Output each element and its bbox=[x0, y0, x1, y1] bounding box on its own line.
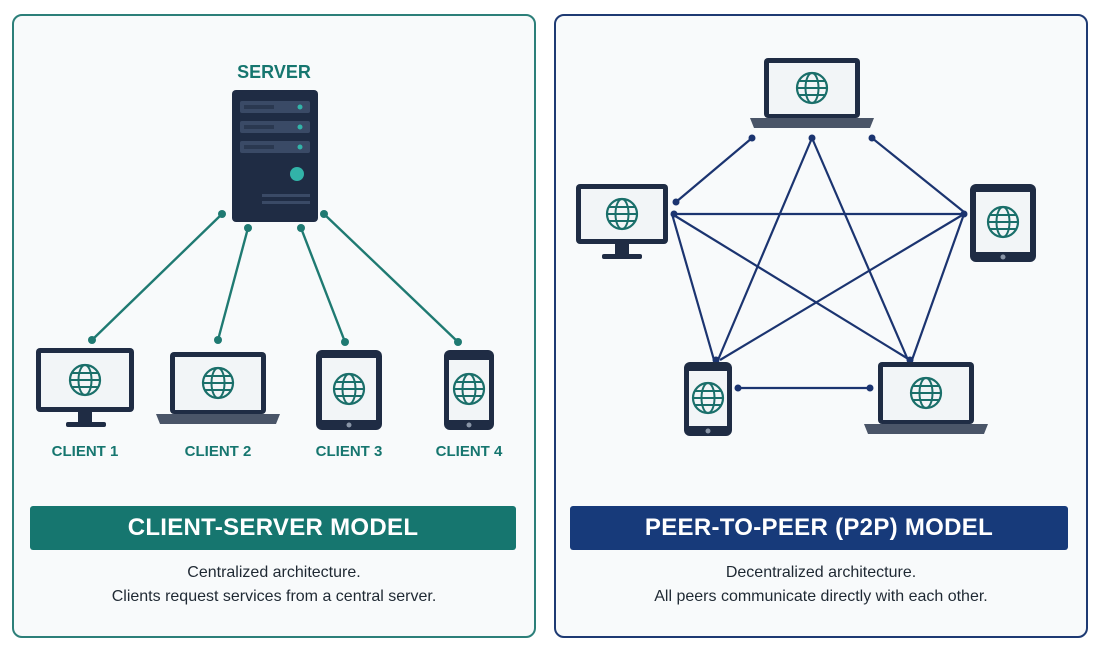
peer-left-desktop-icon bbox=[576, 184, 668, 259]
connection-lines bbox=[91, 213, 459, 343]
connection-dots bbox=[88, 210, 462, 346]
connection-line bbox=[323, 213, 459, 343]
peer-connection-line bbox=[810, 137, 910, 361]
peer-connection-line bbox=[670, 213, 716, 361]
p2p-title: PEER-TO-PEER (P2P) MODEL bbox=[570, 506, 1068, 550]
client-4-phone-icon bbox=[444, 350, 494, 430]
connection-line bbox=[299, 227, 347, 343]
server-icon bbox=[232, 90, 318, 222]
peer-bottom-left-phone-icon bbox=[684, 362, 732, 436]
connection-line bbox=[216, 227, 250, 341]
peer-connection-line bbox=[675, 137, 753, 203]
peer-connection-lines bbox=[670, 137, 966, 390]
client-1-desktop-icon bbox=[36, 348, 134, 427]
client-server-desc-line-1: Centralized architecture. bbox=[187, 564, 361, 581]
client-2-laptop-icon bbox=[156, 352, 280, 424]
peer-connection-dots bbox=[670, 134, 968, 392]
client-server-diagram: SERVER bbox=[36, 62, 503, 460]
p2p-diagram bbox=[576, 58, 1036, 436]
peer-bottom-right-laptop-icon bbox=[864, 362, 988, 434]
peer-connection-line bbox=[871, 137, 965, 213]
peer-connection-line bbox=[671, 213, 911, 361]
client-4-label: CLIENT 4 bbox=[436, 443, 503, 460]
peer-connection-line bbox=[719, 213, 965, 361]
client-1-label: CLIENT 1 bbox=[52, 443, 119, 460]
client-3-label: CLIENT 3 bbox=[316, 443, 383, 460]
client-server-desc-line-2: Clients request services from a central … bbox=[111, 588, 437, 605]
peer-connection-line bbox=[716, 137, 814, 361]
p2p-desc-line-1: Decentralized architecture. bbox=[725, 564, 917, 581]
client-server-panel: SERVER bbox=[12, 14, 536, 638]
client-3-tablet-icon bbox=[316, 350, 382, 430]
p2p-panel: PEER-TO-PEER (P2P) MODEL Decentralized a… bbox=[554, 14, 1088, 638]
client-2-label: CLIENT 2 bbox=[185, 443, 252, 460]
peer-right-tablet-icon bbox=[970, 184, 1036, 262]
client-server-title: CLIENT-SERVER MODEL bbox=[30, 506, 516, 550]
peer-top-laptop-icon bbox=[750, 58, 874, 128]
connection-line bbox=[91, 213, 223, 341]
p2p-desc-line-2: All peers communicate directly with each… bbox=[654, 588, 988, 605]
peer-connection-line bbox=[910, 213, 966, 361]
server-label: SERVER bbox=[237, 62, 311, 82]
